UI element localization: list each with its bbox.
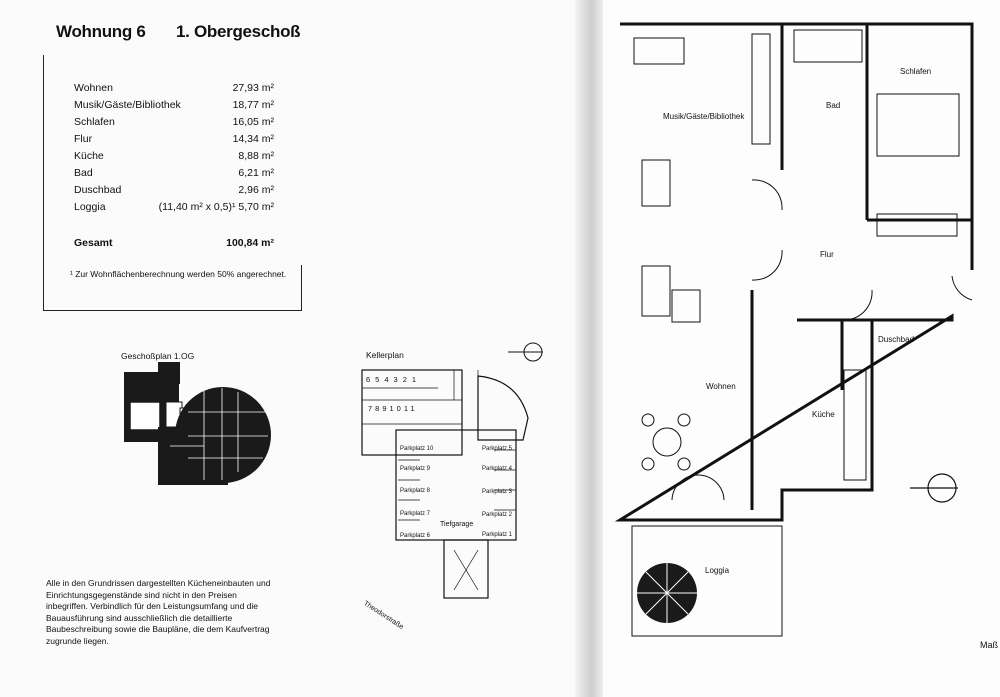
garage-label: Tiefgarage [440, 521, 474, 528]
area-value: 2,96 m² [238, 184, 274, 196]
disclaimer-text: Alle in den Grundrissen dargestellten Kü… [46, 578, 271, 646]
left-sheet [0, 0, 575, 697]
parking-label: Parkplatz 2 [482, 512, 513, 518]
parking-label: Parkplatz 4 [482, 466, 513, 472]
floor-title: 1. Obergeschoß [175, 22, 301, 41]
storage-number: 6 [366, 375, 376, 384]
room-label-hall: Flur [820, 250, 834, 259]
area-name: Wohnen [74, 82, 113, 94]
area-name: Duschbad [74, 184, 122, 196]
basement-title: Kellerplan [366, 350, 404, 360]
key-plan [124, 362, 271, 485]
floor-plan [614, 22, 974, 637]
parking-label: Parkplatz 10 [400, 446, 434, 452]
area-name: Flur [74, 133, 93, 145]
area-row: Bad 6,21 m² [74, 167, 302, 182]
room-label-music: Musik/Gäste/Bibliothek [663, 112, 745, 121]
storage-number: 5 [375, 375, 385, 384]
parking-label: Parkplatz 9 [400, 466, 431, 472]
area-row: Wohnen 27,93 m² [74, 82, 302, 97]
area-name: Loggia [74, 201, 106, 213]
area-row: Duschbad 2,96 m² [74, 184, 302, 199]
area-table: Wohnen 27,93 m² Musik/Gäste/Bibliothek 1… [43, 55, 302, 311]
area-row: Flur 14,34 m² [74, 133, 302, 148]
parking-label: Parkplatz 5 [482, 446, 513, 452]
area-name: Küche [74, 150, 104, 162]
parking-label: Parkplatz 7 [400, 511, 431, 517]
area-value: 8,88 m² [238, 150, 274, 162]
area-value: 18,77 m² [232, 99, 274, 111]
storage-row-top: 654321 [366, 375, 421, 384]
total-name: Gesamt [74, 237, 113, 249]
storage-number: 11 [403, 404, 418, 413]
unit-title: Wohnung 6 [56, 22, 146, 41]
area-value: 27,93 m² [232, 82, 274, 94]
storage-number: 9 [382, 404, 390, 413]
area-row: Küche 8,88 m² [74, 150, 302, 165]
area-name: Bad [74, 167, 93, 179]
room-label-kitchen: Küche [812, 410, 835, 419]
footnote: ¹ Zur Wohnflächenberechnung werden 50% a… [70, 269, 287, 279]
storage-number: 1 [411, 375, 422, 384]
area-value: (11,40 m² x 0,5)¹ 5,70 m² [158, 201, 274, 213]
area-row: Schlafen 16,05 m² [74, 116, 302, 131]
area-row: Loggia (11,40 m² x 0,5)¹ 5,70 m² [74, 201, 302, 216]
parking-label: Parkplatz 8 [400, 488, 431, 494]
parking-label: Parkplatz 3 [482, 489, 513, 495]
storage-number: 3 [393, 375, 403, 384]
storage-number: 10 [389, 404, 404, 413]
area-value: 14,34 m² [232, 133, 274, 145]
page-title: Wohnung 6 1. Obergeschoß [56, 22, 301, 42]
room-label-bath: Bad [826, 101, 841, 110]
parking-label: Parkplatz 6 [400, 533, 431, 539]
area-name: Musik/Gäste/Bibliothek [74, 99, 181, 111]
total-row: Gesamt 100,84 m² [74, 237, 302, 252]
page-fold [575, 0, 603, 697]
storage-number: 7 [368, 404, 376, 413]
floorplan-small-label: Geschoßplan 1.OG [121, 351, 195, 361]
storage-row-bottom: 7891011 [368, 404, 418, 413]
room-label-living: Wohnen [706, 382, 736, 391]
area-name: Schlafen [74, 116, 115, 128]
basement-plan [361, 342, 543, 599]
area-value: 6,21 m² [238, 167, 274, 179]
storage-number: 4 [384, 375, 394, 384]
storage-number: 2 [402, 375, 412, 384]
parking-label: Parkplatz 1 [482, 532, 513, 538]
room-label-loggia: Loggia [705, 566, 730, 575]
storage-number: 8 [375, 404, 383, 413]
room-label-bedroom: Schlafen [900, 67, 932, 76]
area-row: Musik/Gäste/Bibliothek 18,77 m² [74, 99, 302, 114]
total-value: 100,84 m² [226, 237, 274, 249]
room-label-shower: Duschbad [878, 335, 915, 344]
edge-text: Maß [980, 640, 998, 650]
area-value: 16,05 m² [232, 116, 274, 128]
